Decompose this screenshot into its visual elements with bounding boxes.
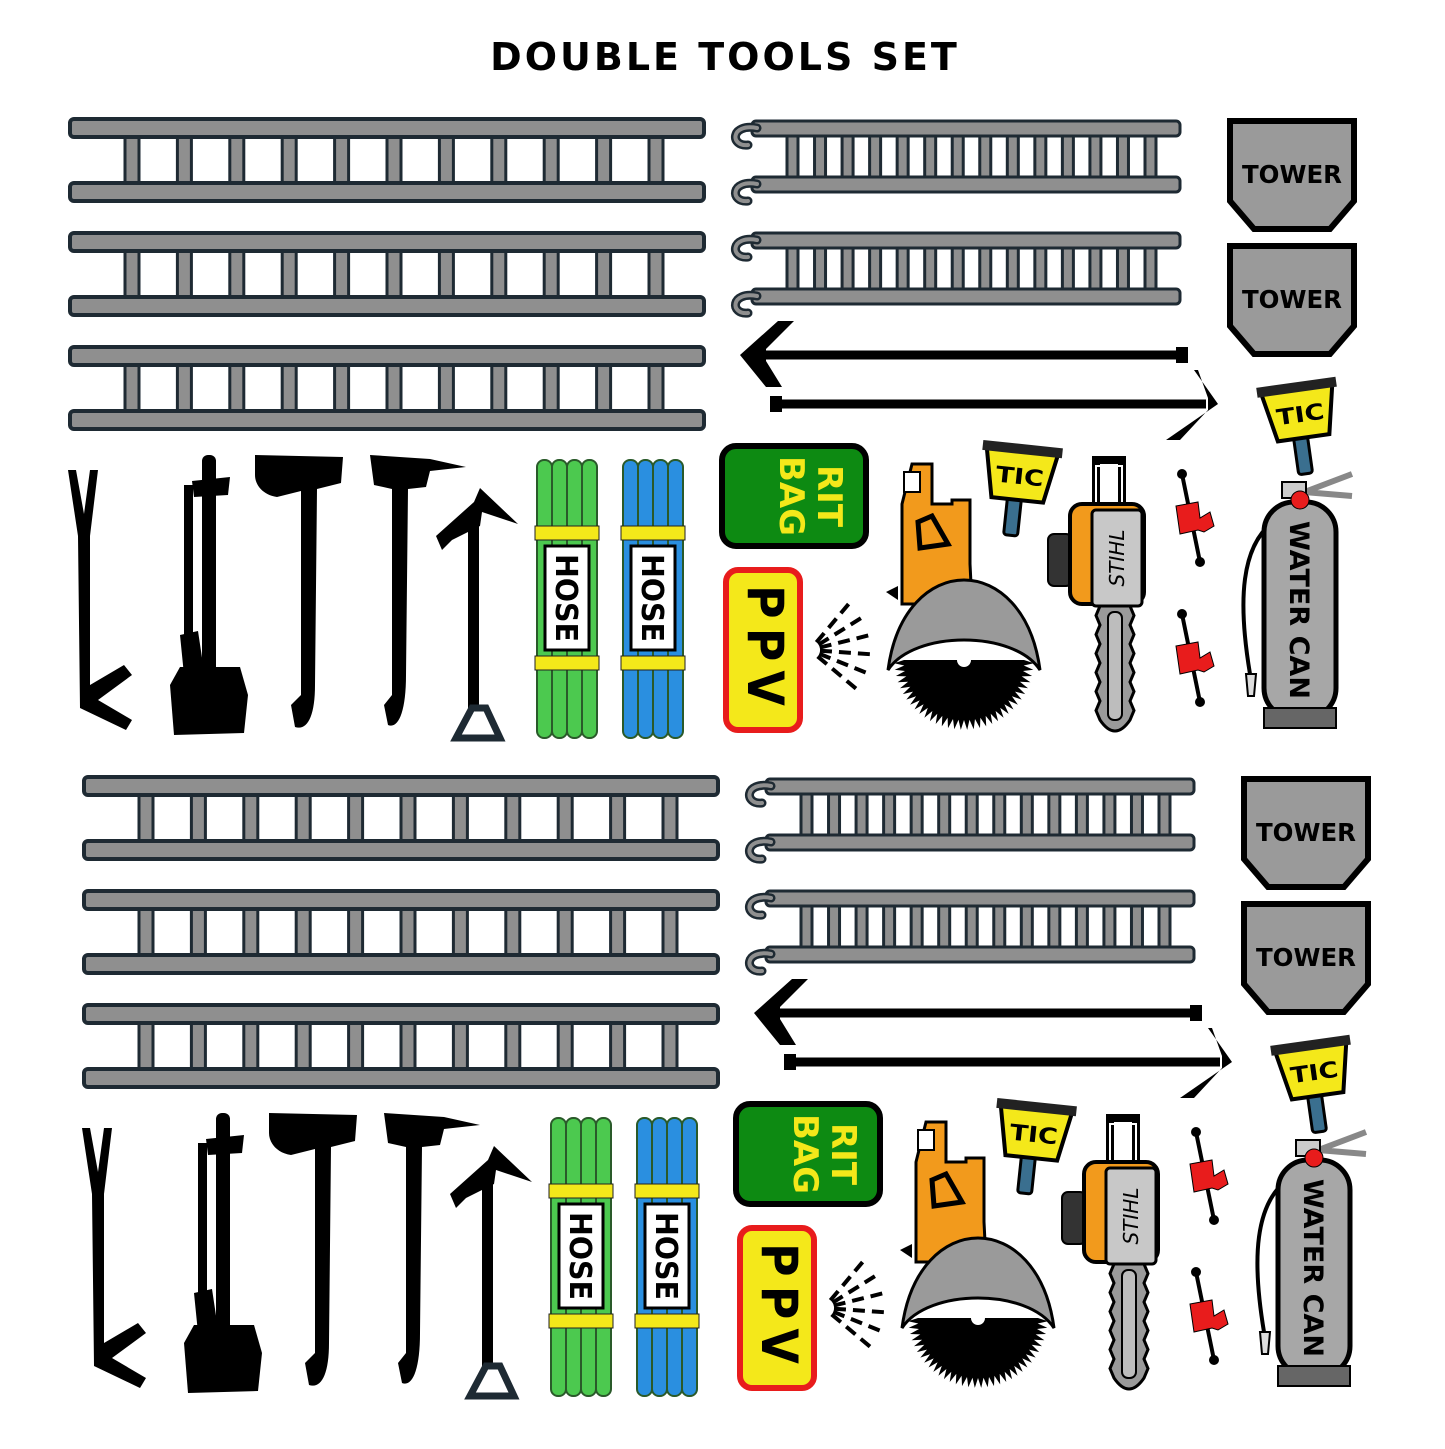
- pike-pole-icon: [754, 979, 1202, 1045]
- pike-pole-icon: [770, 370, 1218, 440]
- pike-pole-icon: [436, 488, 518, 742]
- hose-bundle-icon: HOSE: [634, 1117, 700, 1397]
- page-title: DOUBLE TOOLS SET: [490, 35, 960, 79]
- water-can-icon: WATER CAN: [1255, 1129, 1368, 1387]
- pike-pole-icon: [740, 321, 1188, 387]
- tower-sign-icon: TOWER: [1227, 243, 1357, 357]
- rit-label-line2: BAG: [785, 1114, 825, 1194]
- rit-label-line2: BAG: [771, 456, 811, 536]
- straight-ladder-icon: [68, 117, 706, 203]
- thermal-camera-icon: TIC: [1270, 1034, 1351, 1134]
- water-can-icon: WATER CAN: [1241, 471, 1354, 729]
- hose-bundle-icon: HOSE: [534, 459, 600, 739]
- tower-sign-icon: TOWER: [1227, 118, 1357, 232]
- hook-ladder-icon: [745, 777, 1196, 864]
- chainsaw-icon: STIHL: [1047, 456, 1146, 733]
- tower-label: TOWER: [1256, 943, 1356, 972]
- ppv-fan-icon: PPV: [723, 567, 870, 733]
- rotary-saw-icon: [886, 462, 1042, 730]
- halligan-icon: [1175, 609, 1215, 707]
- tower-label: TOWER: [1242, 160, 1342, 189]
- halligan-icon: [1189, 1267, 1229, 1365]
- tower-sign-icon: TOWER: [1241, 776, 1371, 890]
- halligan-icon: [1189, 1127, 1229, 1225]
- hook-ladder-icon: [731, 231, 1182, 318]
- axe-icon: [269, 1113, 357, 1386]
- hook-ladder-icon: [745, 889, 1196, 976]
- irons-icon: [170, 455, 248, 735]
- straight-ladder-icon: [82, 775, 720, 861]
- axe-icon: [384, 1113, 480, 1384]
- tic-label: TIC: [994, 463, 1044, 493]
- straight-ladder-icon: [82, 1003, 720, 1089]
- straight-ladder-icon: [68, 231, 706, 317]
- straight-ladder-icon: [68, 345, 706, 431]
- chainsaw-icon: STIHL: [1061, 1114, 1160, 1391]
- thermal-camera-icon: TIC: [1256, 376, 1337, 476]
- stihl-label: STIHL: [1105, 530, 1129, 587]
- water-can-label: WATER CAN: [1297, 1179, 1328, 1357]
- axe-icon: [370, 455, 466, 726]
- stihl-label: STIHL: [1119, 1188, 1143, 1245]
- hose-bundle-icon: HOSE: [548, 1117, 614, 1397]
- rit-label-line1: RIT: [823, 1123, 863, 1186]
- straight-ladder-icon: [82, 889, 720, 975]
- thermal-camera-icon: TIC: [982, 439, 1063, 538]
- hose-bundle-icon: HOSE: [620, 459, 686, 739]
- tower-label: TOWER: [1242, 285, 1342, 314]
- pike-pole-icon: [784, 1028, 1232, 1098]
- hose-label: HOSE: [562, 1212, 597, 1300]
- halligan-icon: [1175, 469, 1215, 567]
- hook-ladder-icon: [731, 119, 1182, 206]
- hose-label: HOSE: [634, 554, 669, 642]
- ppv-fan-icon: PPV: [737, 1225, 884, 1391]
- halligan-icon: [68, 470, 132, 730]
- water-can-label: WATER CAN: [1283, 521, 1314, 699]
- rotary-saw-icon: [900, 1120, 1056, 1388]
- axe-icon: [255, 455, 343, 728]
- tower-sign-icon: TOWER: [1241, 901, 1371, 1015]
- ppv-label: PPV: [750, 1243, 808, 1373]
- ppv-label: PPV: [736, 585, 794, 715]
- rit-label-line1: RIT: [809, 465, 849, 528]
- hose-label: HOSE: [648, 1212, 683, 1300]
- pike-pole-icon: [450, 1146, 532, 1400]
- halligan-icon: [82, 1128, 146, 1388]
- thermal-camera-icon: TIC: [996, 1097, 1077, 1196]
- tic-label: TIC: [1008, 1121, 1058, 1151]
- hose-label: HOSE: [548, 554, 583, 642]
- irons-icon: [184, 1113, 262, 1393]
- tower-label: TOWER: [1256, 818, 1356, 847]
